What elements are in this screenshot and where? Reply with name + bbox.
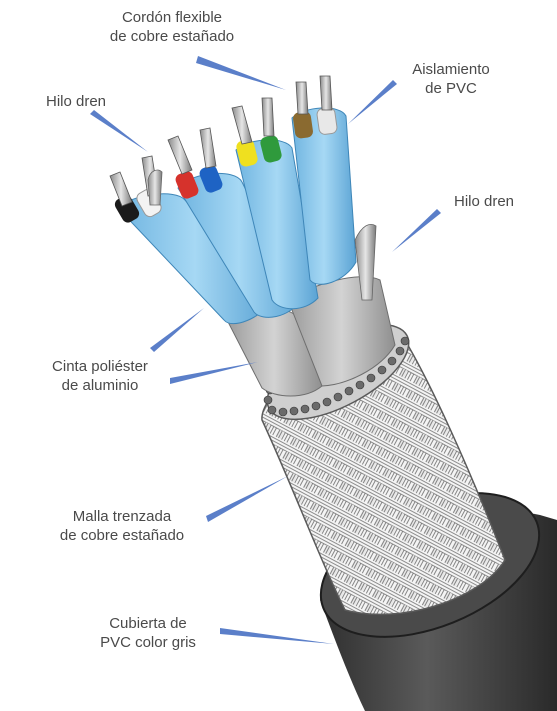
label-aislamiento-pvc: Aislamiento de PVC bbox=[392, 60, 510, 98]
label-malla-line2: de cobre estañado bbox=[59, 527, 185, 544]
label-cordon-flexible: Cordón flexible de cobre estañado bbox=[84, 8, 260, 46]
label-cubierta-line2: PVC color gris bbox=[100, 634, 196, 651]
label-cordon-line2: de cobre estañado bbox=[109, 28, 235, 45]
pointer-cinta-lower bbox=[170, 362, 258, 384]
pointer-cordon bbox=[196, 56, 286, 90]
label-hilo-dren-right-line1: Hilo dren bbox=[453, 193, 515, 210]
pair-3 bbox=[235, 135, 319, 310]
pointer-hilo-dren-right bbox=[392, 209, 441, 252]
label-cinta-line2: de aluminio bbox=[61, 377, 139, 394]
label-malla-line1: Malla trenzada bbox=[72, 508, 172, 525]
pointer-aislamiento bbox=[348, 80, 397, 124]
label-cinta-poliester: Cinta poliéster de aluminio bbox=[30, 357, 170, 395]
label-cordon-line1: Cordón flexible bbox=[121, 9, 223, 26]
pair-4 bbox=[291, 107, 357, 285]
label-cinta-line1: Cinta poliéster bbox=[52, 358, 148, 375]
pointers bbox=[90, 56, 441, 644]
label-cubierta-pvc: Cubierta de PVC color gris bbox=[78, 614, 218, 652]
label-malla-trenzada: Malla trenzada de cobre estañado bbox=[40, 507, 204, 545]
label-aislamiento-line2: de PVC bbox=[425, 80, 477, 97]
pointer-malla bbox=[206, 476, 288, 522]
pointer-cubierta bbox=[220, 628, 334, 644]
label-hilo-dren-left-line1: Hilo dren bbox=[45, 93, 107, 110]
pointer-hilo-dren-left bbox=[90, 110, 148, 152]
drain-wire bbox=[147, 169, 377, 301]
aluminium-foil bbox=[225, 276, 396, 397]
label-aislamiento-line1: Aislamiento bbox=[412, 61, 490, 78]
pointer-cinta-upper bbox=[150, 308, 204, 352]
label-hilo-dren-right: Hilo dren bbox=[436, 192, 532, 211]
label-cubierta-line1: Cubierta de bbox=[109, 615, 187, 632]
label-hilo-dren-left: Hilo dren bbox=[28, 92, 124, 111]
